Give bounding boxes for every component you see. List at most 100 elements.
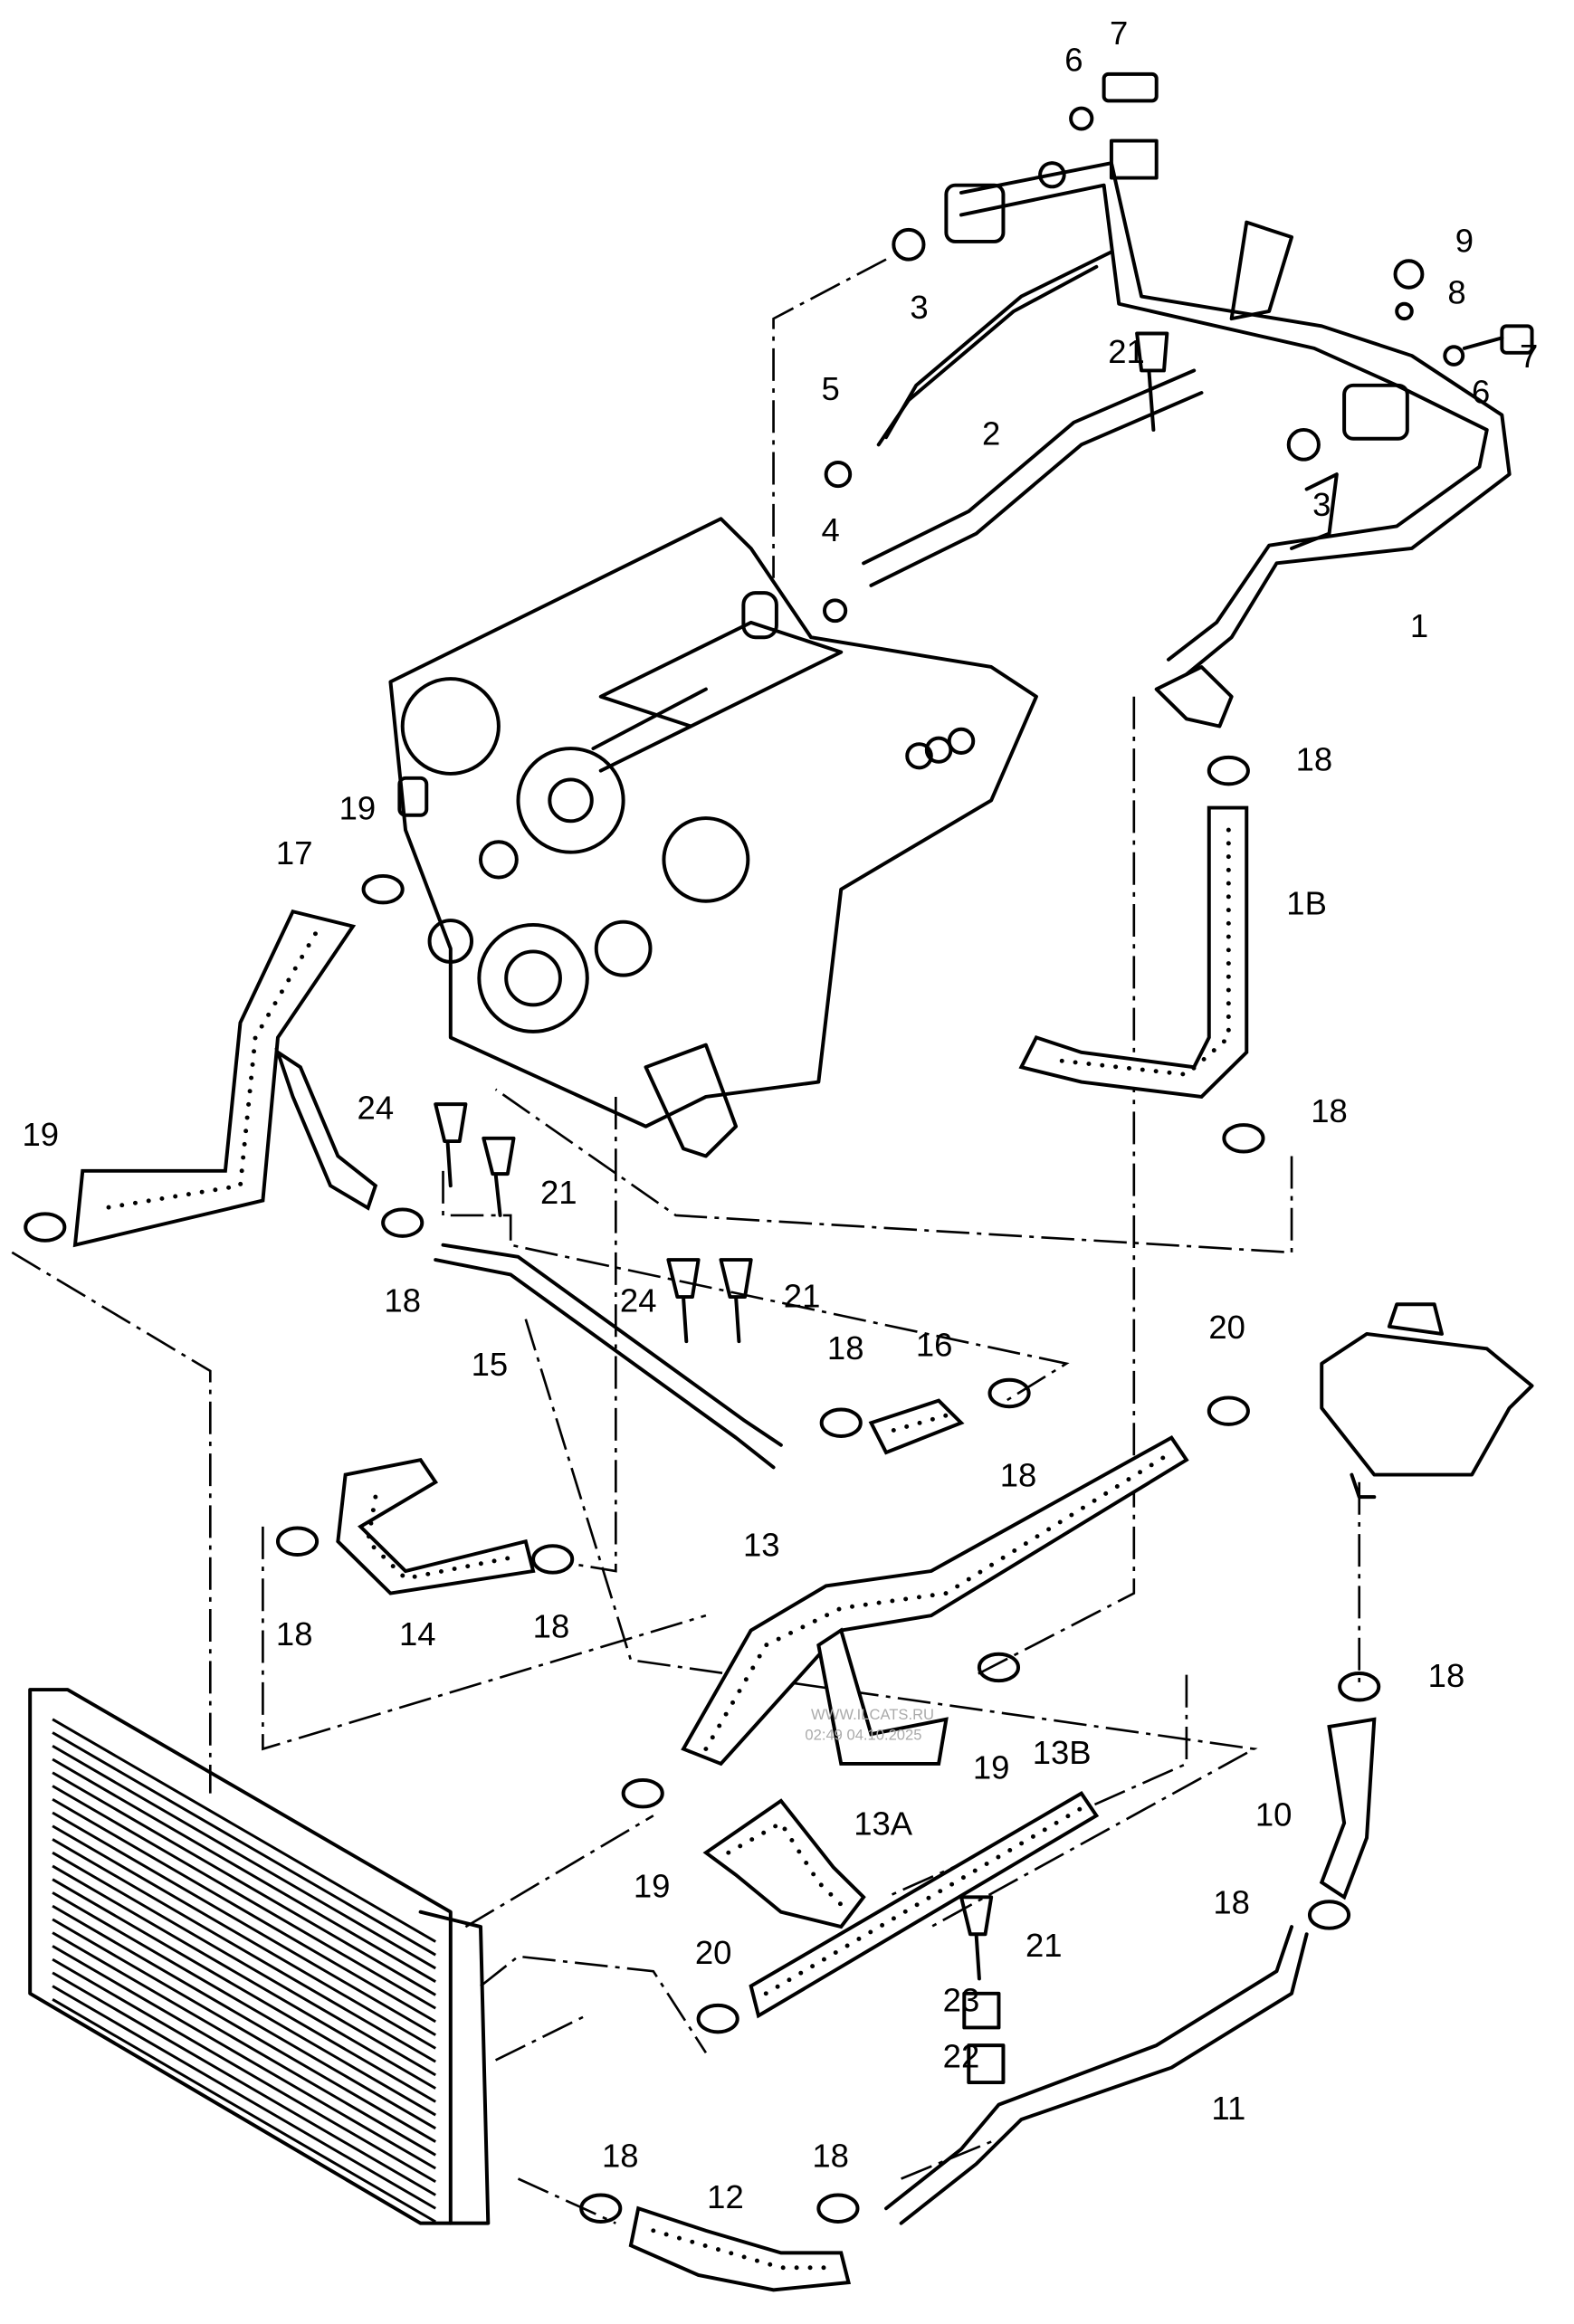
- callout-label: 20: [695, 1934, 732, 1971]
- radiator-fin: [52, 1864, 436, 2090]
- callout-label: 13A: [854, 1805, 913, 1843]
- hose-clamp: [1207, 1395, 1250, 1426]
- watermark-site: WWW.ILCATS.RU: [811, 1707, 934, 1723]
- callout-label: 11: [1211, 2090, 1245, 2127]
- callout-label: 12: [707, 2178, 744, 2215]
- radiator-fin: [52, 1785, 436, 2010]
- radiator-fin: [52, 1771, 436, 1996]
- callout-label: 16: [916, 1327, 953, 1364]
- hose-clamp: [621, 1777, 664, 1809]
- radiator-fin: [52, 1971, 436, 2196]
- radiator-fin: [52, 1851, 436, 2077]
- hardware: [434, 71, 1534, 2085]
- callout-label: 3: [910, 289, 928, 326]
- callout-label: 5: [821, 370, 839, 407]
- coolant-pipes: [862, 138, 1512, 729]
- radiator-fin: [52, 1811, 436, 2036]
- callout-label: 1B: [1286, 885, 1327, 922]
- callout-label: 20: [1208, 1309, 1245, 1346]
- callout-label: 18: [602, 2138, 639, 2175]
- radiator-fin: [52, 1904, 436, 2130]
- hose-clamp: [361, 873, 405, 905]
- callout-label: 19: [339, 790, 377, 827]
- hoses: [72, 805, 1377, 2292]
- hose-clamp: [1307, 1900, 1351, 1930]
- radiator-fin: [52, 1985, 436, 2210]
- callout-label: 13B: [1033, 1734, 1092, 1771]
- callout-label: 7: [1110, 14, 1128, 52]
- hose-clamp: [1222, 1123, 1265, 1154]
- hose-clamp: [1207, 755, 1250, 786]
- radiator-fin: [52, 1891, 436, 2117]
- callout-label: 22: [943, 2038, 980, 2075]
- callout-label: 18: [1213, 1884, 1250, 1921]
- callout-label: 18: [812, 2138, 849, 2175]
- radiator: [28, 1688, 491, 2225]
- hose-clamp: [696, 2003, 739, 2034]
- radiator-fin: [52, 1931, 436, 2157]
- radiator-fin: [52, 1878, 436, 2103]
- callout-label: 23: [943, 1982, 980, 2019]
- callout-label: 17: [276, 834, 313, 872]
- callout-label: 18: [1000, 1457, 1037, 1494]
- callout-label: 14: [399, 1615, 436, 1653]
- radiator-fin: [52, 1824, 436, 2050]
- engine-block: [388, 517, 1038, 1158]
- callout-label: 21: [1108, 333, 1145, 370]
- callout-label: 4: [821, 511, 839, 548]
- hose-clamp: [819, 1407, 863, 1438]
- callout-label: 18: [276, 1615, 313, 1653]
- radiator-fin: [52, 1918, 436, 2143]
- callout-label: 2: [982, 415, 1000, 452]
- callout-label: 24: [358, 1090, 395, 1127]
- leader-lines: [11, 258, 1361, 2224]
- callout-label: 19: [973, 1749, 1010, 1786]
- callout-label: 19: [23, 1116, 60, 1153]
- callout-label: 9: [1455, 223, 1474, 260]
- callout-label: 18: [827, 1329, 864, 1367]
- hose-clamp: [381, 1207, 425, 1238]
- callout-label: 19: [634, 1868, 671, 1905]
- radiator-fin: [52, 1945, 436, 2170]
- callout-label: 18: [1296, 741, 1333, 778]
- hose-clamp: [579, 2193, 623, 2224]
- callout-label: 18: [384, 1282, 421, 1319]
- callout-label: 15: [472, 1346, 509, 1383]
- callout-label: 8: [1447, 274, 1465, 311]
- callout-label: 21: [784, 1278, 821, 1315]
- callout-label: 21: [540, 1174, 577, 1211]
- radiator-fin: [52, 1838, 436, 2063]
- callout-label: 1: [1410, 607, 1428, 644]
- expansion-tank: [1320, 1302, 1534, 1500]
- hose-clamp: [531, 1544, 575, 1575]
- watermark: WWW.ILCATS.RU 02:49 04.10.2025: [805, 1707, 934, 1744]
- callout-label: 13: [743, 1527, 780, 1564]
- hose-clamp: [987, 1377, 1031, 1409]
- callout-label: 21: [1025, 1927, 1063, 1964]
- radiator-fin: [52, 1757, 436, 1983]
- hose-clamp: [1338, 1672, 1381, 1702]
- callout-label: 6: [1472, 374, 1490, 411]
- callout-label: 3: [1312, 486, 1331, 523]
- hose-clamp: [977, 1652, 1021, 1683]
- watermark-timestamp: 02:49 04.10.2025: [805, 1728, 921, 1744]
- callout-label: 18: [533, 1608, 570, 1645]
- callout-label: 24: [620, 1282, 657, 1319]
- callout-label: 6: [1064, 42, 1083, 79]
- hose-clamp: [275, 1526, 320, 1557]
- hose-clamp: [24, 1212, 67, 1243]
- callout-label: 18: [1311, 1092, 1348, 1129]
- radiator-fin: [52, 1718, 436, 1943]
- hose-clamps: [24, 755, 1381, 2224]
- radiator-fin: [52, 1731, 436, 1957]
- callout-label: 18: [1428, 1657, 1465, 1694]
- callout-label: 7: [1520, 338, 1538, 375]
- callout-label: 10: [1255, 1796, 1293, 1833]
- radiator-fin: [52, 1745, 436, 1970]
- radiator-fin: [52, 1797, 436, 2024]
- hose-clamp: [816, 2193, 860, 2224]
- radiator-fin: [52, 1998, 436, 2224]
